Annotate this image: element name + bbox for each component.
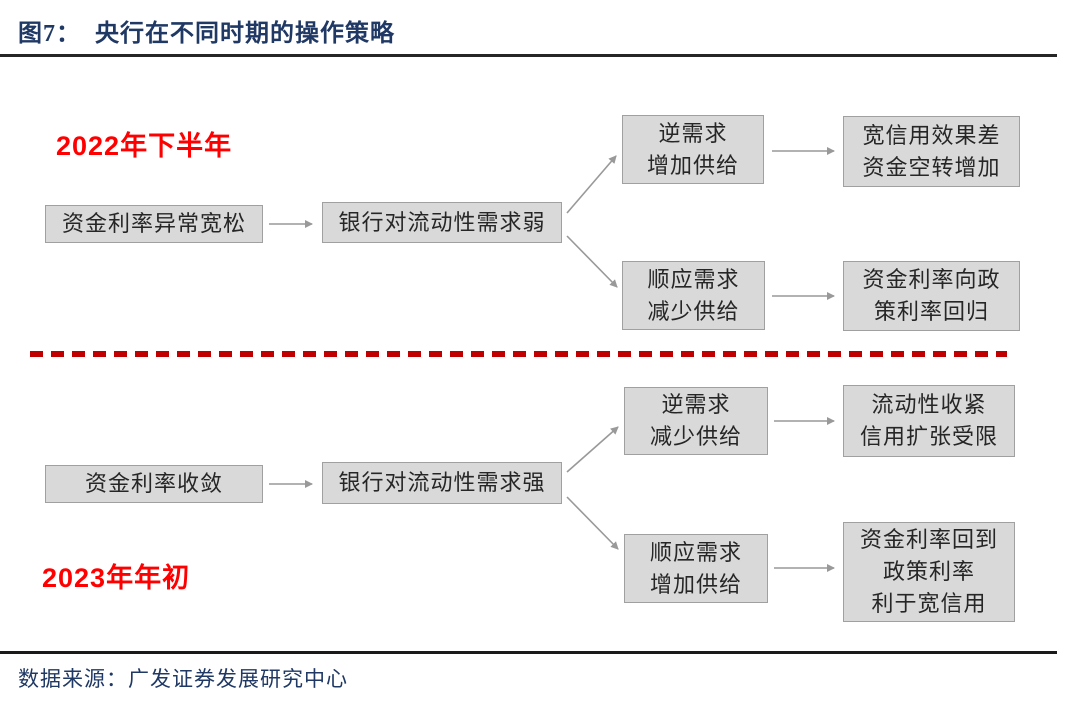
period-divider-dashed-line xyxy=(30,351,1007,357)
data-source-text: 数据来源：广发证券发展研究中心 xyxy=(18,667,348,691)
node-follow-action-2023: 顺应需求 增加供给 xyxy=(624,534,768,603)
bottom-rule xyxy=(0,651,1057,654)
period-label-2023: 2023年年初 xyxy=(42,563,191,593)
node-counter-result-2023: 流动性收紧 信用扩张受限 xyxy=(843,385,1015,457)
arrow-fork-up-2023 xyxy=(566,426,619,473)
node-counter-action-2023: 逆需求 减少供给 xyxy=(624,387,768,455)
node-start-2023: 资金利率收敛 xyxy=(45,465,263,503)
node-start-2022: 资金利率异常宽松 xyxy=(45,205,263,243)
title-underline xyxy=(0,54,1057,57)
arrow-fork-up-2022 xyxy=(566,155,617,214)
node-condition-2022: 银行对流动性需求弱 xyxy=(322,202,562,243)
figure-title: 图7： 央行在不同时期的操作策略 xyxy=(18,21,395,47)
node-condition-2023: 银行对流动性需求强 xyxy=(322,462,562,504)
node-follow-result-2022: 资金利率向政 策利率回归 xyxy=(843,261,1020,331)
node-follow-action-2022: 顺应需求 减少供给 xyxy=(622,261,765,330)
node-counter-result-2022: 宽信用效果差 资金空转增加 xyxy=(843,116,1020,187)
period-label-2022: 2022年下半年 xyxy=(56,131,233,161)
node-follow-result-2023: 资金利率回到 政策利率 利于宽信用 xyxy=(843,522,1015,622)
node-counter-action-2022: 逆需求 增加供给 xyxy=(622,115,764,184)
arrow-fork-down-2023 xyxy=(566,496,619,550)
arrow-fork-down-2022 xyxy=(566,235,618,288)
